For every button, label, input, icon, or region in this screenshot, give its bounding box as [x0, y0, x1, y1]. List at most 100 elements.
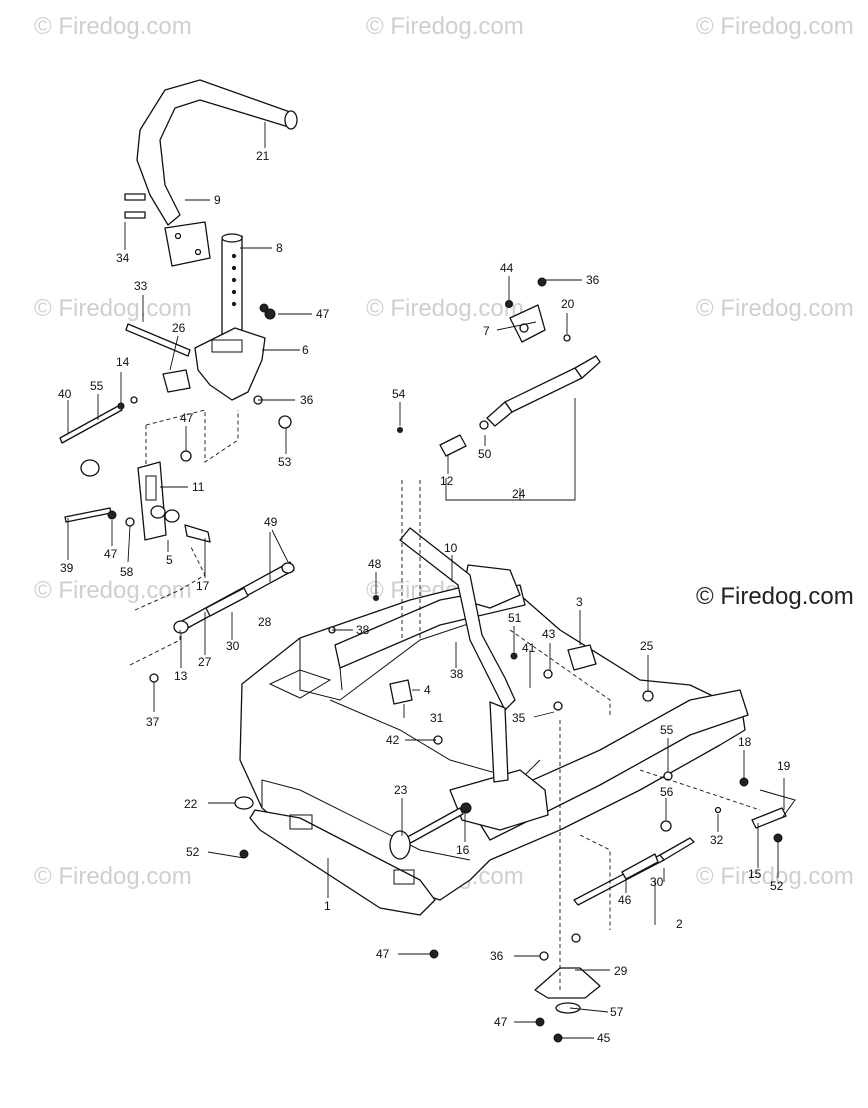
nut — [278, 415, 292, 429]
clip — [642, 690, 654, 702]
leader-line — [127, 525, 131, 563]
callout-30b: 30 — [650, 875, 664, 889]
mount-base — [534, 967, 601, 999]
callout-32: 32 — [710, 833, 724, 847]
callout-51: 51 — [508, 611, 522, 625]
nut — [505, 300, 513, 308]
bolt-39 — [64, 507, 112, 523]
callout-29: 29 — [614, 964, 628, 978]
callout-22: 22 — [184, 797, 198, 811]
callout-15: 15 — [748, 867, 762, 881]
callout-16: 16 — [456, 843, 470, 857]
adjuster-assembly — [125, 233, 266, 401]
adjuster-bracket — [194, 327, 266, 401]
callout-45: 45 — [597, 1031, 611, 1045]
control-rod — [399, 527, 516, 783]
pan-slot — [393, 869, 415, 885]
leader-line — [169, 335, 179, 371]
callout-53: 53 — [278, 455, 292, 469]
callout-43: 43 — [542, 627, 556, 641]
callout-55b: 55 — [660, 723, 674, 737]
assembly-line — [639, 769, 761, 811]
callout-5: 5 — [166, 553, 173, 567]
tube-hole — [231, 289, 237, 295]
nut — [739, 777, 749, 787]
callout-34: 34 — [116, 251, 130, 265]
rod-end — [281, 562, 295, 574]
nut — [373, 595, 379, 601]
nut — [537, 277, 547, 287]
frame-edge — [261, 779, 471, 861]
grip-handle — [136, 79, 293, 226]
tube-end — [221, 233, 243, 243]
callout-38a: 38 — [356, 623, 370, 637]
bolt-head — [553, 701, 563, 711]
switch-4 — [389, 679, 413, 705]
bolt-head — [571, 933, 581, 943]
leader-lines — [67, 122, 785, 1039]
callout-39: 39 — [60, 561, 74, 575]
pin — [397, 427, 403, 433]
long-bolt — [125, 323, 191, 357]
leader-line — [569, 1007, 609, 1013]
callout-4: 4 — [424, 683, 431, 697]
callout-6: 6 — [302, 343, 309, 357]
right-link-end — [659, 837, 695, 861]
callout-47c: 47 — [104, 547, 118, 561]
frame-pocket — [268, 669, 332, 699]
washer — [125, 517, 135, 527]
callout-12: 12 — [440, 474, 454, 488]
frame-ridge — [299, 619, 481, 701]
spring-16 — [460, 802, 472, 814]
rod-end — [173, 620, 189, 634]
callout-47a: 47 — [180, 411, 194, 425]
frame-edge — [339, 667, 343, 691]
washer — [130, 396, 138, 404]
assembly-line — [579, 834, 611, 930]
pan-slot — [289, 814, 313, 830]
bolt-head — [539, 951, 549, 961]
bushing — [150, 505, 166, 519]
callout-13: 13 — [174, 669, 188, 683]
callout-50: 50 — [478, 447, 492, 461]
nut — [239, 849, 249, 859]
pedal-15 — [751, 807, 787, 829]
callout-11: 11 — [192, 480, 205, 494]
callout-35: 35 — [512, 711, 526, 725]
assembly-line — [509, 629, 611, 715]
callout-24: 24 — [512, 487, 526, 501]
callout-1: 1 — [324, 899, 331, 913]
lever-slot — [145, 475, 157, 501]
spacer-tube — [184, 524, 211, 543]
plate-hole — [174, 232, 182, 240]
callout-14: 14 — [116, 355, 130, 369]
callout-57: 57 — [610, 1005, 624, 1019]
callout-46: 46 — [618, 893, 632, 907]
control-rod-tube — [399, 527, 516, 711]
watermark: © Firedog.com — [696, 295, 854, 322]
plate-hole — [194, 248, 202, 256]
frame-channel — [329, 699, 541, 781]
callout-42: 42 — [386, 733, 400, 747]
shaft-rod — [574, 355, 601, 379]
callout-47d: 47 — [376, 947, 390, 961]
switch-3 — [567, 644, 597, 671]
callout-23: 23 — [394, 783, 408, 797]
callout-labels: 1 2 3 4 5 6 7 8 9 10 11 12 13 14 15 16 1… — [58, 149, 791, 1045]
callout-17: 17 — [196, 579, 210, 593]
bumper — [234, 796, 254, 810]
callout-47e: 47 — [494, 1015, 508, 1029]
callout-49: 49 — [264, 515, 278, 529]
assembly-line — [129, 630, 181, 666]
callout-44: 44 — [500, 261, 514, 275]
lever-plate — [137, 461, 167, 541]
callout-2: 2 — [676, 917, 683, 931]
shaft-end — [439, 434, 467, 457]
leader-line — [271, 529, 289, 563]
nut — [773, 833, 783, 843]
grip-end-cap — [284, 110, 298, 130]
callout-7: 7 — [483, 324, 490, 338]
watermark: © Firedog.com — [34, 863, 192, 890]
callout-48: 48 — [368, 557, 382, 571]
